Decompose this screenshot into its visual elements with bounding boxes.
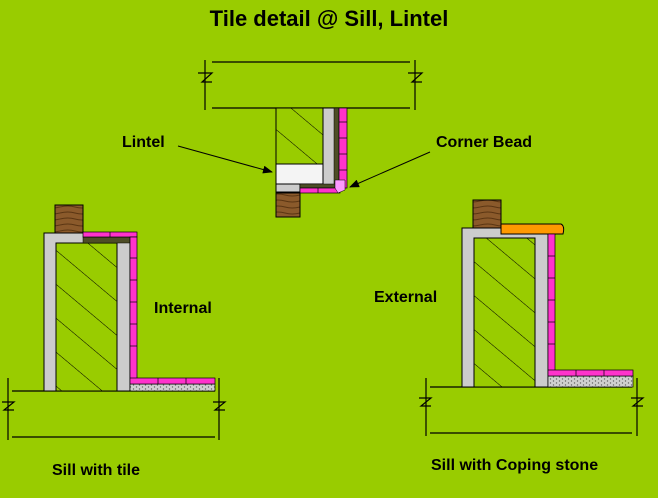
diagram-title: Tile detail @ Sill, Lintel bbox=[209, 6, 449, 31]
lintel-wood-block bbox=[275, 192, 301, 218]
corner-bead bbox=[334, 179, 346, 194]
lintel-detail bbox=[177, 60, 431, 218]
corner-bead-label: Corner Bead bbox=[436, 134, 533, 151]
right-vertical-tiles bbox=[547, 233, 556, 375]
sill-with-coping-caption: Sill with Coping stone bbox=[431, 457, 599, 474]
left-wood-block bbox=[54, 204, 84, 234]
lintel-wall-hatch bbox=[275, 107, 324, 165]
sill-with-tile-caption: Sill with tile bbox=[52, 462, 141, 479]
lintel-block bbox=[275, 163, 324, 185]
left-floor-tiles bbox=[129, 377, 216, 385]
left-sill-tiles bbox=[82, 231, 138, 238]
left-vertical-tiles bbox=[129, 236, 138, 380]
lintel-arrow bbox=[177, 145, 273, 174]
sill-with-tile-detail bbox=[2, 204, 227, 440]
coping-stone bbox=[500, 223, 565, 235]
external-label: External bbox=[374, 289, 438, 306]
right-floor-screed bbox=[547, 375, 634, 388]
internal-label: Internal bbox=[154, 300, 212, 317]
corner-bead-arrow bbox=[349, 151, 431, 188]
top-slab bbox=[198, 60, 424, 110]
lintel-vertical-tiles bbox=[338, 107, 348, 189]
right-wood-block bbox=[472, 199, 502, 229]
left-wall-hatch bbox=[55, 242, 118, 392]
right-wall-hatch bbox=[473, 237, 536, 388]
lintel-soffit-plaster bbox=[275, 183, 301, 193]
lintel-soffit-bed bbox=[299, 183, 336, 189]
lintel-soffit-tiles bbox=[299, 187, 341, 194]
lintel-tile-bed bbox=[333, 107, 340, 187]
left-sill-tile-bed bbox=[82, 236, 131, 244]
lintel-label: Lintel bbox=[122, 134, 165, 151]
left-floor-screed bbox=[129, 383, 216, 392]
lintel-wall-plaster bbox=[322, 107, 336, 187]
right-floor-tiles bbox=[547, 369, 634, 377]
sill-with-coping-detail bbox=[419, 199, 645, 436]
